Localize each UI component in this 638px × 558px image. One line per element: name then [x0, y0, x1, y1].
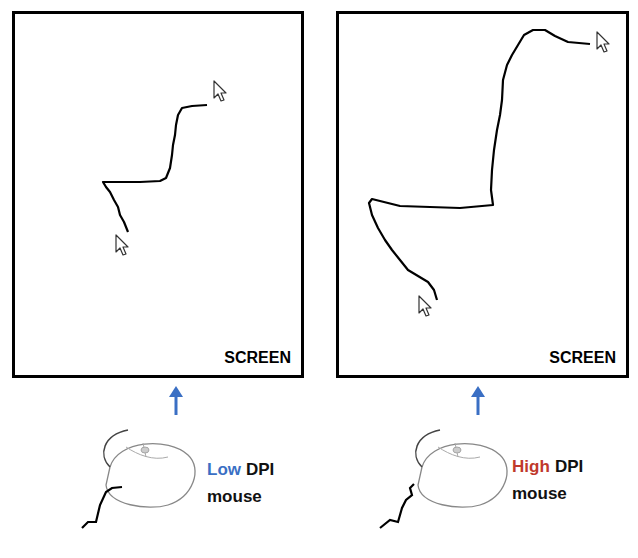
cursor-icon	[419, 296, 431, 316]
up-arrow	[169, 386, 485, 415]
mouse-label: DPI	[555, 457, 583, 477]
mouse-icon	[416, 430, 507, 507]
screen-label: SCREEN	[549, 349, 616, 367]
cursor-icon	[214, 81, 226, 101]
mouse-label: mouse	[207, 487, 262, 507]
cursor-trace	[103, 105, 207, 232]
mouse-icon	[104, 430, 195, 507]
cursor-icon	[597, 32, 609, 52]
mouse-label: DPI	[246, 460, 274, 480]
mouse-trace	[82, 487, 122, 528]
screen-label: SCREEN	[224, 349, 291, 367]
cursor-trace	[369, 30, 590, 300]
screen-frame: SCREEN	[12, 11, 304, 378]
screen-frame: SCREEN	[336, 11, 629, 378]
mouse-trace	[380, 484, 414, 528]
mouse-label: mouse	[512, 484, 567, 504]
cursor-icon	[116, 235, 128, 255]
mouse-label: High	[512, 457, 550, 477]
mouse-label: Low	[207, 460, 241, 480]
